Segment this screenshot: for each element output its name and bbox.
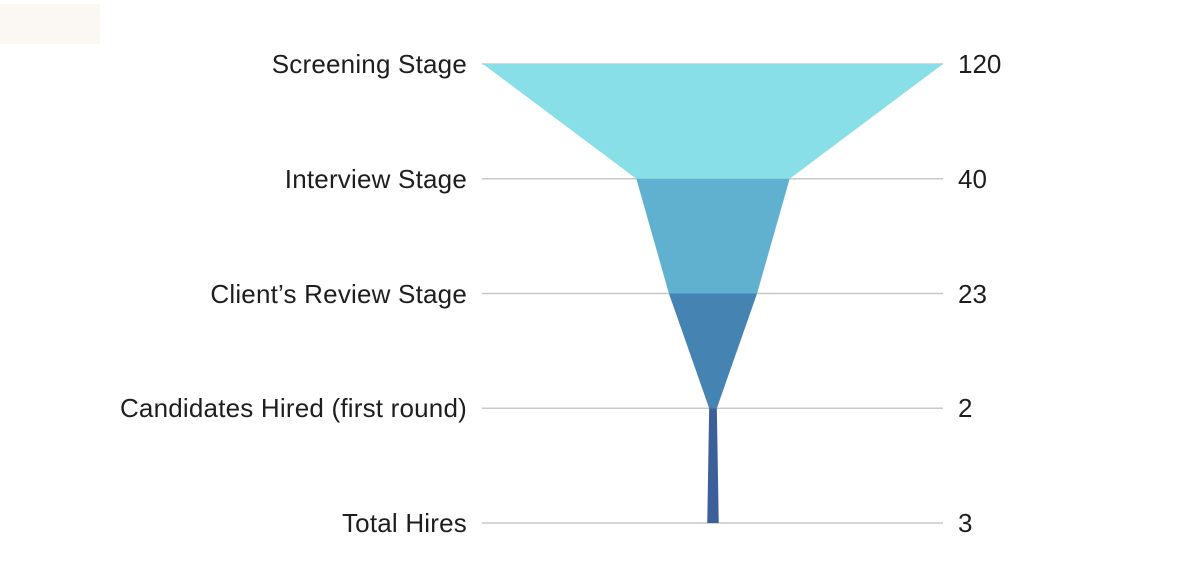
- stage-label: Interview Stage: [284, 163, 467, 194]
- stage-value: 3: [958, 508, 973, 538]
- stage-value: 23: [958, 278, 987, 309]
- stage-value: 2: [958, 393, 973, 424]
- stage-label: Candidates Hired (first round): [119, 393, 467, 424]
- stage-label: Client’s Review Stage: [210, 278, 467, 309]
- stage-value: 40: [958, 163, 987, 194]
- stage-value: 120: [958, 49, 1002, 79]
- funnel-segment-1: [483, 64, 943, 179]
- watermark-patch: [0, 4, 100, 44]
- funnel-segment-2: [636, 178, 790, 294]
- funnel-segment-4: [707, 408, 719, 523]
- funnel-segment-3: [668, 293, 758, 409]
- stage-label: Screening Stage: [271, 49, 467, 79]
- stage-label: Total Hires: [341, 508, 467, 538]
